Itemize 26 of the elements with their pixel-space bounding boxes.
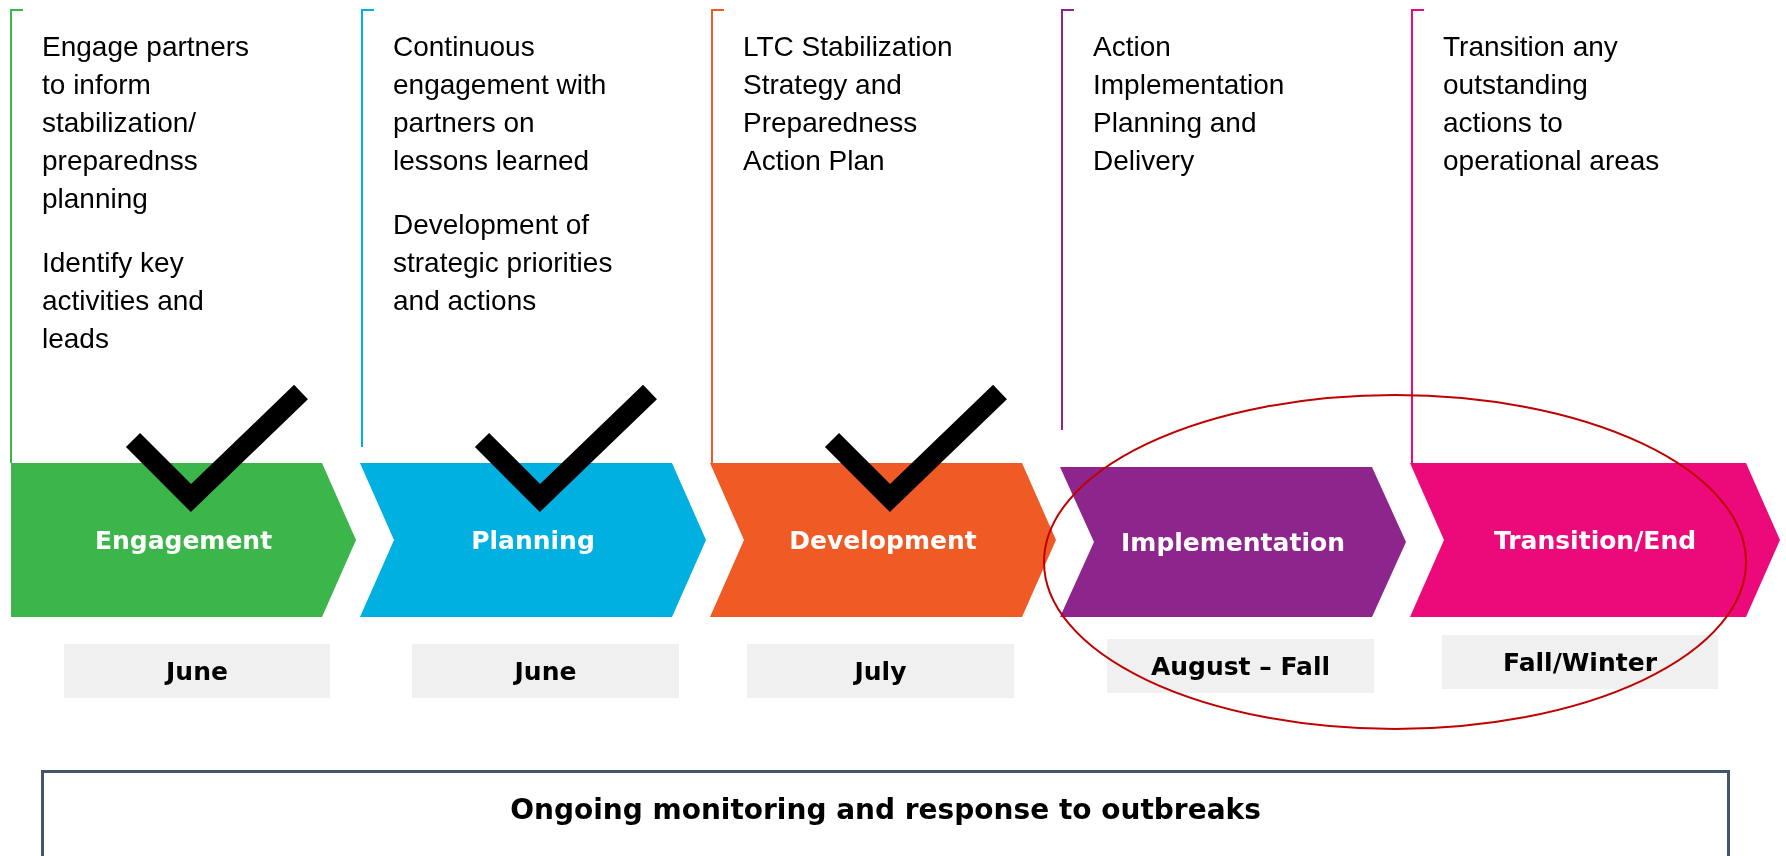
- date-label: August – Fall: [1150, 651, 1331, 681]
- date-label: June: [166, 656, 228, 686]
- phase-label: Engagement: [94, 525, 273, 555]
- date-label: June: [514, 656, 577, 686]
- date-box: [1442, 635, 1718, 689]
- phase-banner: [710, 463, 1056, 617]
- phase-label: Implementation: [1121, 527, 1345, 557]
- phase-label: Planning: [471, 525, 595, 555]
- phase-banner: [360, 463, 706, 617]
- description-text: Development of strategic priorities and actions: [393, 208, 614, 318]
- description-text: Engage partners to inform stabilization/ preparednss planning: [42, 30, 251, 216]
- description-text: Continuous engagement with partners on lessons learned: [393, 30, 608, 178]
- phase-banner: [1410, 463, 1780, 617]
- banner-box: [41, 770, 1730, 856]
- phase-label: Development: [789, 525, 977, 555]
- description-text: LTC Stabilization Strategy and Preparedness Action Plan: [743, 30, 954, 178]
- date-label: Fall/Winter: [1503, 647, 1657, 677]
- banner-text: Ongoing monitoring and response to outbreaks: [510, 793, 1261, 828]
- description-text: Identify key activities and leads: [42, 246, 205, 356]
- phase-banner: [1060, 467, 1406, 617]
- date-label: July: [854, 656, 907, 686]
- description-text: Action Implementation Planning and Delivery: [1093, 30, 1286, 178]
- date-box: [1107, 639, 1374, 693]
- phase-label: Transition/End: [1493, 525, 1697, 555]
- phase-banner: [11, 463, 356, 617]
- description-text: Transition any outstanding actions to operational areas: [1443, 30, 1661, 178]
